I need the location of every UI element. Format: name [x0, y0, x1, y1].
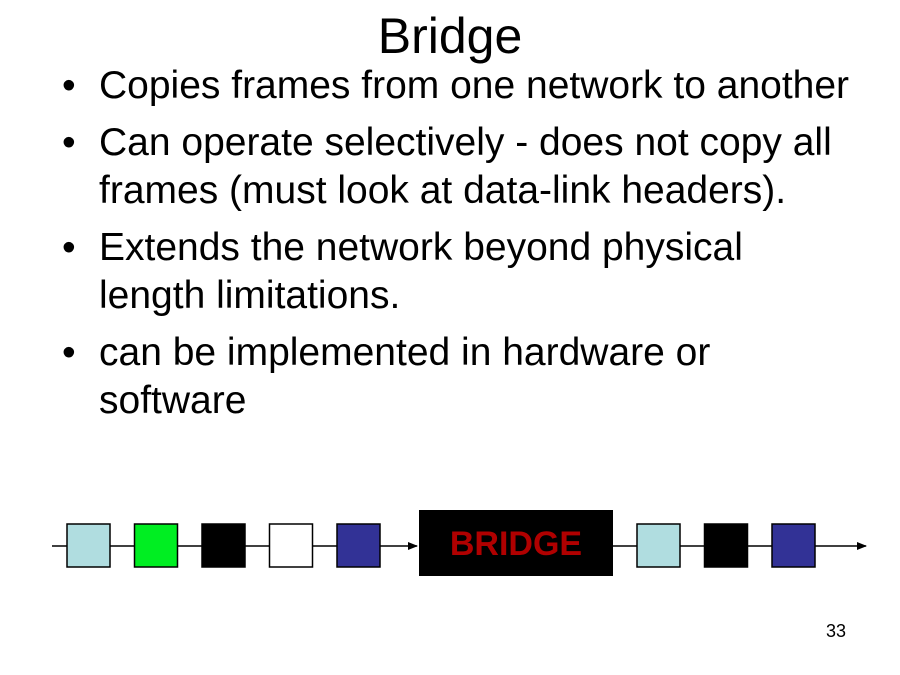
bullet-item: • Extends the network beyond physical len… [62, 224, 852, 320]
slide-title: Bridge [377, 8, 523, 64]
bullet-dot: • [62, 226, 76, 269]
frame-box [636, 523, 681, 568]
bullet-text: Extends the network beyond physical leng… [99, 226, 743, 317]
bullet-text: Can operate selectively - does not copy … [99, 121, 832, 212]
frame-box [336, 523, 381, 568]
frame-box [201, 523, 246, 568]
bullet-text: can be implemented in hardware or softwa… [99, 331, 711, 422]
bullet-dot: • [62, 121, 76, 164]
bullet-item: • Copies frames from one network to anoth… [62, 62, 852, 110]
frame-box [66, 523, 111, 568]
outgoing-frames [636, 523, 816, 568]
bullet-dot: • [62, 331, 76, 374]
incoming-frames [66, 523, 381, 568]
bridge-box [419, 510, 613, 576]
bridge-label: BRIDGE [450, 525, 582, 563]
frame-box [133, 523, 179, 568]
bullet-text: Copies frames from one network to anothe… [99, 64, 850, 107]
bridge-diagram: BRIDGE [52, 510, 867, 576]
bullet-item: • Can operate selectively - does not copy… [62, 119, 852, 215]
bullet-dot: • [62, 64, 76, 107]
frame-box [771, 523, 816, 568]
slide-number: 33 [825, 621, 846, 641]
bullet-item: • can be implemented in hardware or softw… [62, 329, 852, 425]
bullet-list: • Copies frames from one network to anoth… [62, 62, 852, 434]
frame-box [703, 523, 749, 568]
frame-box [268, 523, 314, 568]
